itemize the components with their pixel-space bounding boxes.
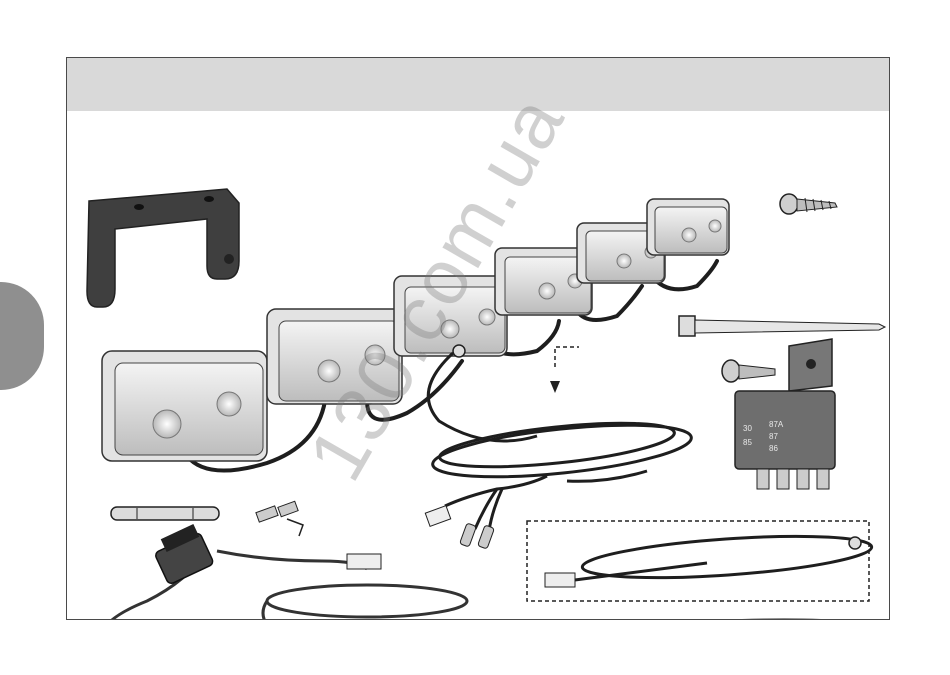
screw-2 — [722, 360, 775, 382]
fuse-holder — [154, 524, 381, 585]
mounting-bracket — [87, 189, 239, 307]
relay: 87A 87 30 86 85 — [735, 339, 835, 489]
main-wiring-harness — [428, 345, 693, 531]
section-tab — [0, 282, 44, 390]
header-band — [67, 58, 889, 111]
led-lamp-1 — [102, 351, 267, 461]
fused-power-lead — [102, 551, 467, 619]
led-lamp-6 — [647, 199, 729, 255]
cable-tie — [679, 316, 885, 336]
earth-lead-connector — [545, 573, 575, 587]
earth-lead — [567, 529, 873, 585]
relay-pin-30: 30 — [743, 424, 752, 433]
signal-lead — [547, 614, 873, 619]
fuse-tube — [111, 507, 219, 520]
screw-1 — [780, 194, 837, 214]
relay-pin-87: 87 — [769, 432, 778, 441]
wire-terminals — [256, 501, 303, 536]
dashed-highlight-box — [527, 521, 869, 601]
relay-pin-86: 86 — [769, 444, 778, 453]
relay-pin-87a: 87A — [769, 420, 784, 429]
relay-pin-85: 85 — [743, 438, 752, 447]
